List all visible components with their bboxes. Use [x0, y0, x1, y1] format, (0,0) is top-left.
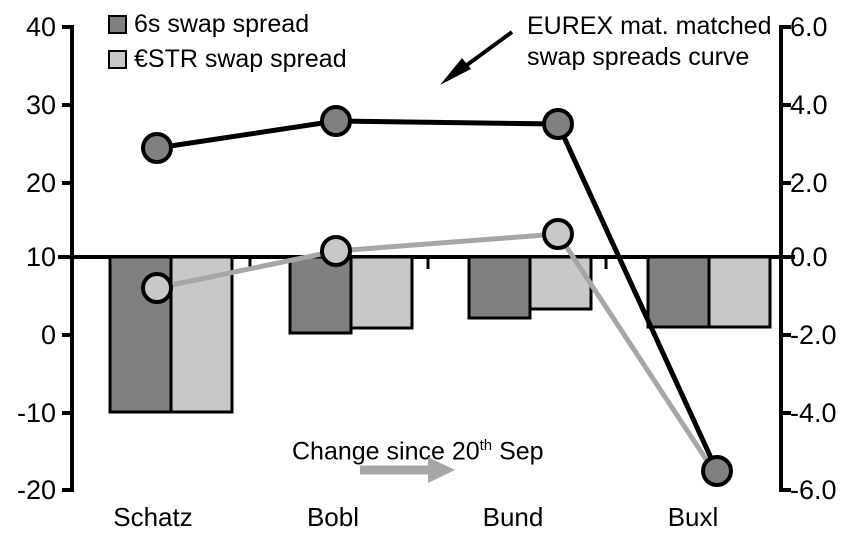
left-axis-tick-10: 10 [25, 242, 56, 272]
left-axis-tick-0: 0 [40, 320, 56, 350]
series-line-eurex-curve [156, 118, 720, 473]
callout-line-1: EUREX mat. matched [527, 12, 772, 40]
right-axis-tick-neg6: -6.0 [790, 475, 837, 505]
right-axis-tick-neg4: -4.0 [790, 398, 837, 428]
left-axis-tick-30: 30 [25, 90, 56, 120]
right-axis-tick-4: 4.0 [790, 90, 828, 120]
series-line-change-since [156, 231, 720, 478]
right-axis-spine [779, 25, 795, 492]
left-axis-spine [58, 25, 74, 492]
category-label-buxl: Buxl [667, 502, 719, 532]
category-label-bobl: Bobl [306, 502, 360, 532]
left-axis-tick-20: 20 [25, 168, 56, 198]
right-axis-tick-2: 2.0 [790, 168, 828, 198]
legend-label-estr-swap-spread: €STR swap spread [134, 45, 347, 73]
legend-label-6s-swap-spread: 6s swap spread [134, 10, 310, 38]
left-axis-tick-neg10: -10 [16, 398, 56, 428]
left-axis-tick-neg20: -20 [16, 475, 56, 505]
right-axis-tick-6: 6.0 [790, 12, 828, 42]
series-markers-change-since [141, 218, 574, 304]
left-axis-tick-40: 40 [25, 12, 56, 42]
series-markers-eurex-curve [141, 105, 733, 487]
change-since-arrow-icon [360, 457, 455, 483]
bar-estr-bund [528, 255, 593, 311]
right-axis-tick-0: 0.0 [790, 242, 828, 272]
bar-estr-bobl [349, 255, 414, 330]
legend-swatch-estr-swap-spread [108, 50, 127, 69]
change-since-text-before: Change since 20 [292, 437, 480, 466]
category-label-bund: Bund [482, 502, 544, 532]
bar-6s-buxl [646, 255, 711, 329]
change-since-text-after: Sep [492, 437, 544, 466]
legend-item-6s-swap-spread: 6s swap spread [108, 12, 309, 37]
callout-line-2: swap spreads curve [527, 43, 750, 71]
change-since-note: Change since 20th Sep [292, 431, 544, 466]
callout-arrow-icon [440, 30, 514, 85]
bar-estr-buxl [707, 255, 772, 329]
bar-6s-bobl [288, 255, 353, 335]
legend-swatch-6s-swap-spread [108, 15, 127, 34]
bar-6s-bund [467, 255, 532, 320]
change-since-superscript: th [479, 437, 493, 454]
category-label-schatz: Schatz [113, 502, 193, 532]
right-axis-tick-neg2: -2.0 [790, 320, 837, 350]
legend-item-estr-swap-spread: €STR swap spread [108, 47, 347, 72]
